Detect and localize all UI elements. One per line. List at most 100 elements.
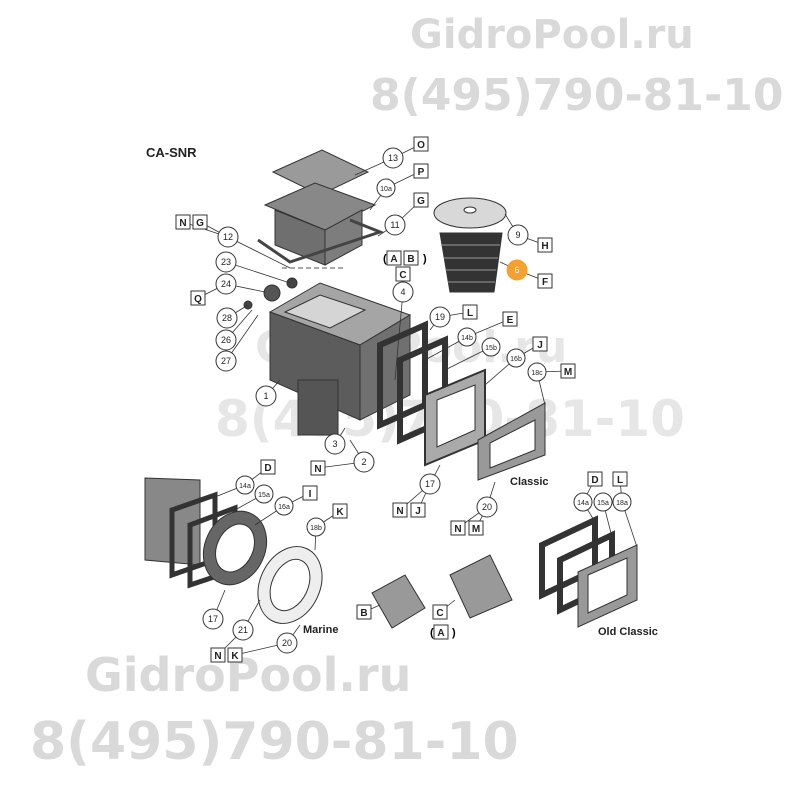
callout-number: 17 xyxy=(425,479,435,489)
letter-box xyxy=(302,485,318,501)
letter-label: G xyxy=(417,196,425,207)
letter-box xyxy=(356,604,372,620)
callout-circle xyxy=(573,492,593,512)
callout-circle xyxy=(376,178,396,198)
kit-letter-C: C xyxy=(395,266,411,282)
callout-circle xyxy=(507,224,529,246)
callout-part-16b: 16b xyxy=(506,348,526,368)
callout-part-17: 17 xyxy=(202,608,224,630)
callout-number: 17 xyxy=(208,614,218,624)
caption-old-classic: Old Classic xyxy=(598,626,658,638)
letter-label: N xyxy=(179,218,186,229)
part-fitting-23 xyxy=(286,277,298,289)
callout-part-21: 21 xyxy=(232,619,254,641)
watermark-site-bottom: GidroPool.ru xyxy=(85,648,412,702)
callout-circle xyxy=(429,306,451,328)
callout-part-10a: 10a xyxy=(376,178,396,198)
callout-part-3: 3 xyxy=(324,433,346,455)
callout-circle xyxy=(215,251,237,273)
part-basket xyxy=(439,232,503,293)
callout-number: 10a xyxy=(380,186,392,193)
letter-label: C xyxy=(399,270,406,281)
callout-number: 23 xyxy=(221,257,231,267)
callout-part-18c: 18c xyxy=(527,362,547,382)
callout-number: 15a xyxy=(597,500,609,507)
callout-number: 4 xyxy=(400,287,405,297)
callout-part-27: 27 xyxy=(215,350,237,372)
letter-label: L xyxy=(467,308,473,319)
callout-part-12: 12 xyxy=(217,226,239,248)
kit-letter-J: J xyxy=(410,502,426,518)
callout-number: 18b xyxy=(310,525,322,532)
optional-bracket: ( xyxy=(430,627,434,639)
callout-circle xyxy=(202,608,224,630)
callout-circle xyxy=(255,385,277,407)
callout-number: 15a xyxy=(258,492,270,499)
letter-label: N xyxy=(314,464,321,475)
letter-box xyxy=(537,237,553,253)
letter-label: G xyxy=(196,218,204,229)
optional-bracket: ) xyxy=(452,627,456,639)
watermark-site-top: GidroPool.ru xyxy=(410,12,694,58)
callout-number: 14a xyxy=(239,483,251,490)
callout-part-18b: 18b xyxy=(306,517,326,537)
callout-part-23: 23 xyxy=(215,251,237,273)
kit-letter-N: N xyxy=(392,502,408,518)
watermark-phone-bottom: 8(495)790-81-10 xyxy=(30,712,519,772)
kit-letter-J: J xyxy=(532,336,548,352)
callout-part-28: 28 xyxy=(216,307,238,329)
letter-box xyxy=(227,647,243,663)
callout-circle xyxy=(481,337,501,357)
letter-label: Q xyxy=(194,294,202,305)
letter-label: B xyxy=(407,254,414,265)
callout-circle xyxy=(274,496,294,516)
kit-letter-L: L xyxy=(612,471,628,487)
letter-label: B xyxy=(360,608,367,619)
callout-number: 15b xyxy=(485,345,497,352)
callout-circle xyxy=(476,496,498,518)
kit-letter-B: B xyxy=(356,604,372,620)
callout-number: 21 xyxy=(238,625,248,635)
callout-circle xyxy=(235,475,255,495)
part-weir-b xyxy=(371,574,426,629)
callout-circle xyxy=(232,619,254,641)
callout-part-15a: 15a xyxy=(254,484,274,504)
callout-number: 27 xyxy=(221,356,231,366)
letter-label: I xyxy=(309,489,312,500)
callout-circle xyxy=(457,327,477,347)
callout-circle xyxy=(612,492,632,512)
callout-number: 14a xyxy=(577,500,589,507)
letter-label: K xyxy=(231,651,239,662)
letter-box xyxy=(612,471,628,487)
letter-label: L xyxy=(617,475,623,486)
callout-number: 3 xyxy=(332,439,337,449)
letter-box xyxy=(190,290,206,306)
callout-number: 26 xyxy=(221,335,231,345)
letter-label: M xyxy=(564,367,572,378)
callout-part-20: 20 xyxy=(276,632,298,654)
optional-bracket: ) xyxy=(423,253,427,265)
callout-part-14a: 14a xyxy=(573,492,593,512)
kit-letter-L: L xyxy=(462,304,478,320)
callout-part-11: 11 xyxy=(384,214,406,236)
kit-letter-Q: Q xyxy=(190,290,206,306)
callout-circle xyxy=(215,329,237,351)
kit-letter-P: P xyxy=(413,163,429,179)
letter-box xyxy=(433,624,449,640)
callout-number: 16b xyxy=(510,356,522,363)
callout-part-1: 1 xyxy=(255,385,277,407)
callout-number: 20 xyxy=(482,502,492,512)
letter-box xyxy=(386,250,402,266)
kit-letter-A: A xyxy=(433,624,449,640)
callout-part-14a: 14a xyxy=(235,475,255,495)
letter-box xyxy=(413,136,429,152)
callout-part-6: 6 xyxy=(506,259,528,281)
callout-circle xyxy=(382,147,404,169)
letter-box xyxy=(310,460,326,476)
callout-number: 18a xyxy=(616,500,628,507)
kit-letter-G: G xyxy=(413,192,429,208)
kit-letter-N: N xyxy=(310,460,326,476)
letter-box xyxy=(532,336,548,352)
letter-box xyxy=(192,214,208,230)
letter-box xyxy=(392,502,408,518)
